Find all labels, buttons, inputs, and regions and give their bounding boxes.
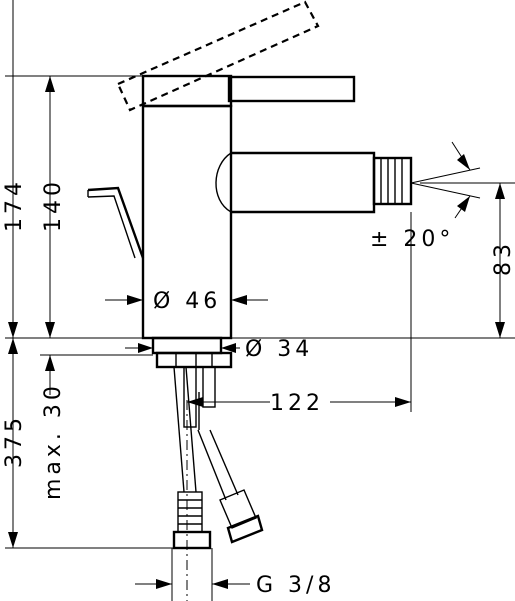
dim-122: 122 [187, 391, 411, 416]
dim-d34-label: Ø 34 [245, 337, 313, 362]
dim-g38: G 3/8 [135, 573, 335, 598]
dim-d34: Ø 34 [125, 337, 313, 362]
faucet-body [87, 74, 413, 340]
dim-g38-label: G 3/8 [256, 573, 335, 598]
dim-83-label: 83 [491, 240, 515, 276]
extension-lines [5, 75, 515, 601]
dim-375-label: 375 [2, 414, 27, 468]
dim-140-label: 140 [41, 178, 66, 232]
dim-d46-label: Ø 46 [153, 289, 221, 314]
dim-max30: max. 30 [41, 355, 66, 500]
dim-d46: Ø 46 [105, 289, 268, 314]
dim-max30-label: max. 30 [41, 382, 66, 500]
dim-angle-label: ± 20° [370, 227, 454, 252]
dim-375: 375 [2, 338, 27, 548]
dim-174-label: 174 [2, 178, 27, 232]
base-assembly [151, 336, 264, 550]
lever-alternate-position [116, 0, 320, 112]
dim-angle: ± 20° [370, 141, 481, 252]
dim-83: 83 [491, 183, 515, 338]
dim-174: 174 [2, 0, 27, 338]
dim-140: 140 [41, 76, 66, 338]
dim-122-label: 122 [270, 391, 324, 416]
